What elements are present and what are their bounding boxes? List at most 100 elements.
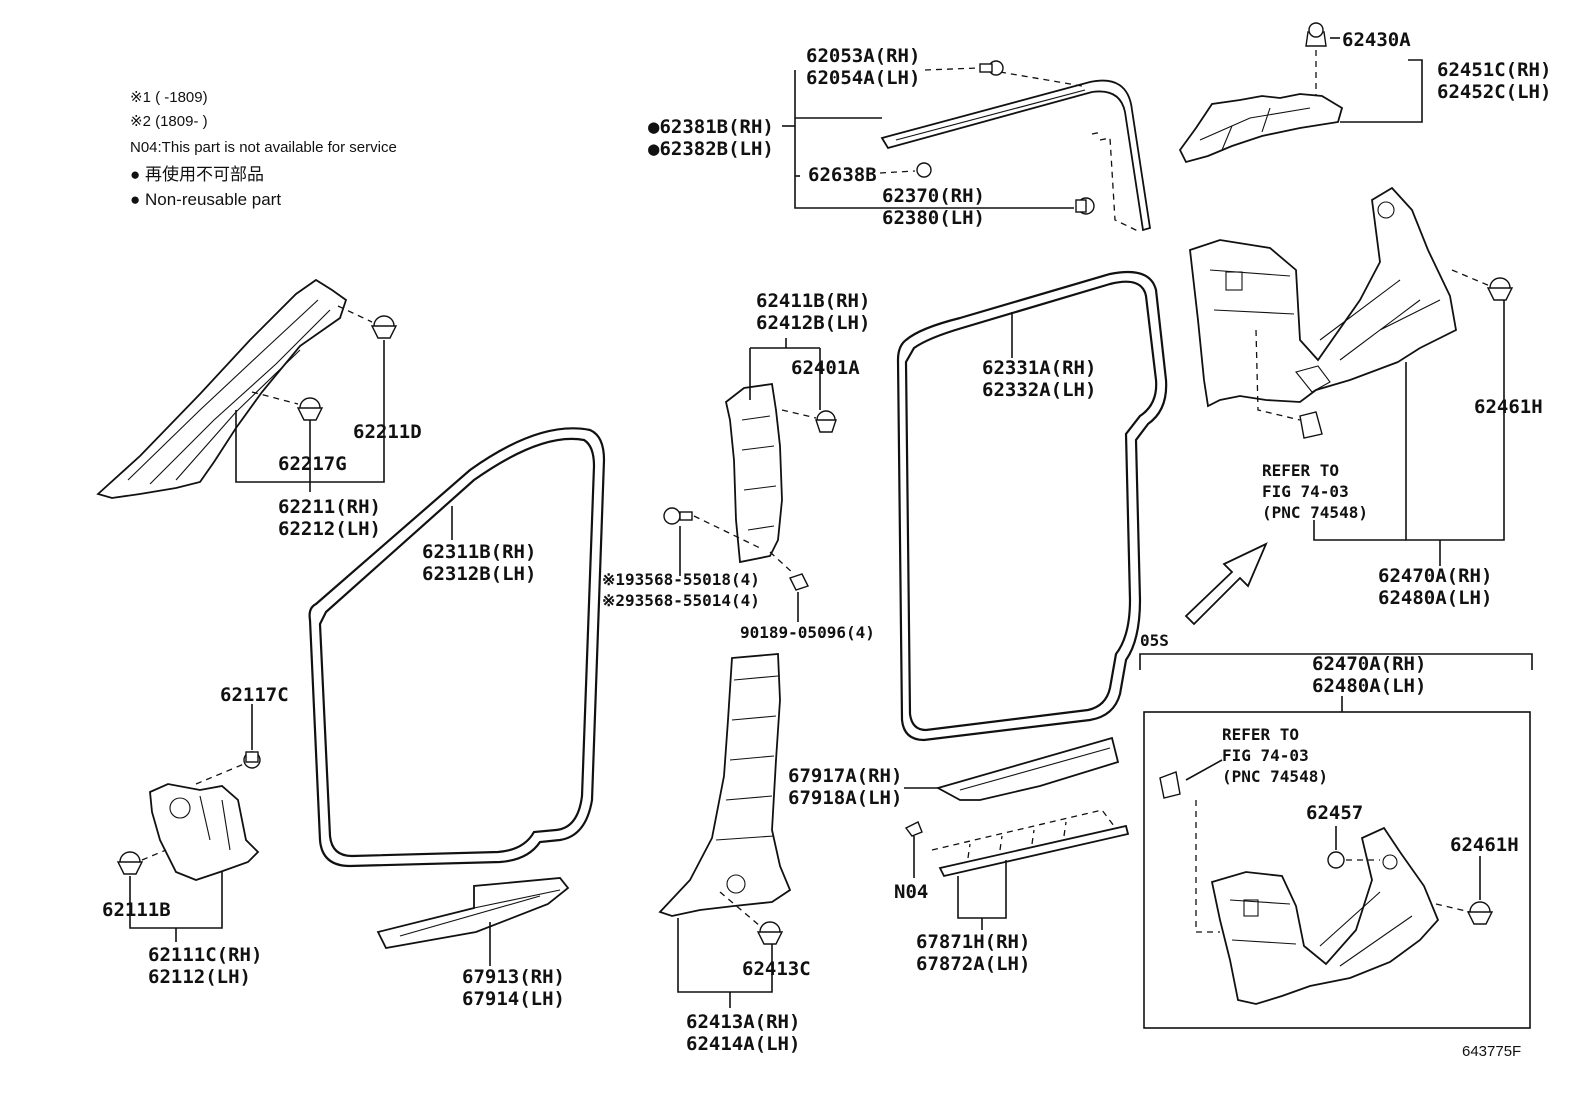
roof-rail-weatherstrip	[880, 79, 1152, 232]
refer1-a: REFER TO	[1262, 461, 1339, 480]
front-scuff-plate	[376, 877, 570, 950]
cowl-side-trim-group	[116, 704, 261, 942]
label-62457: 62457	[1306, 802, 1363, 824]
label-62112: 62112(LH)	[148, 966, 251, 988]
label-62382B: ●62382B(LH)	[648, 138, 774, 160]
label-62211D: 62211D	[353, 421, 422, 443]
label-62412B: 62412B(LH)	[756, 312, 870, 334]
direction-arrow-icon	[1184, 542, 1268, 626]
label-62381B: ●62381B(RH)	[648, 116, 774, 138]
clip-62111B-icon	[116, 851, 144, 875]
label-62401A: 62401A	[791, 357, 860, 379]
refer2-c: (PNC 74548)	[1222, 767, 1328, 786]
label-93568-2: ※293568-55014(4)	[602, 591, 760, 610]
front-pillar-garnish-group	[96, 278, 398, 499]
label-62411B: 62411B(RH)	[756, 290, 870, 312]
screw-93568-icon	[663, 507, 693, 525]
label-62312B: 62312B(LH)	[422, 563, 536, 585]
label-67872A: 67872A(LH)	[916, 953, 1030, 975]
rocker-moulding	[938, 824, 1130, 878]
refer2-b: FIG 74-03	[1222, 746, 1309, 765]
figure-id: 643775F	[1462, 1043, 1521, 1060]
quarter-trim-panel-05s	[1210, 826, 1440, 1005]
label-62211: 62211(RH)	[278, 496, 381, 518]
label-62480A-top: 62480A(LH)	[1378, 587, 1492, 609]
label-62461H-top: 62461H	[1474, 396, 1543, 418]
label-62111C: 62111C(RH)	[148, 944, 262, 966]
label-05S: 05S	[1140, 631, 1169, 650]
clip-62430A-icon	[1305, 22, 1327, 47]
rear-scuff-plate	[935, 736, 1120, 801]
center-pillar-lower-garnish	[658, 653, 792, 917]
clip-62461H-top-icon	[1486, 277, 1514, 301]
clip-62461H-box-icon	[1466, 901, 1494, 925]
label-62414A: 62414A(LH)	[686, 1033, 800, 1055]
label-67918A: 67918A(LH)	[788, 787, 902, 809]
nut-90189-icon	[789, 573, 809, 591]
rear-scuff-plate-group	[904, 736, 1120, 801]
label-62413A: 62413A(RH)	[686, 1011, 800, 1033]
note-2: ※2 (1809- )	[130, 113, 208, 130]
label-62461H-box: 62461H	[1450, 834, 1519, 856]
label-62470A-box: 62470A(RH)	[1312, 653, 1426, 675]
label-62370: 62370(RH)	[882, 185, 985, 207]
note-1: ※1 ( -1809)	[130, 89, 208, 106]
label-62452C: 62452C(LH)	[1437, 81, 1551, 103]
rear-door-weatherstrip	[896, 270, 1168, 742]
label-62413C: 62413C	[742, 958, 811, 980]
label-62331A: 62331A(RH)	[982, 357, 1096, 379]
label-67917A: 67917A(RH)	[788, 765, 902, 787]
rocker-moulding-group	[904, 809, 1130, 930]
label-62480A-box: 62480A(LH)	[1312, 675, 1426, 697]
label-67913: 67913(RH)	[462, 966, 565, 988]
cover-clip-05s-icon	[1159, 771, 1181, 799]
clip-62370-icon	[1075, 197, 1095, 215]
label-62451C: 62451C(RH)	[1437, 59, 1551, 81]
refer1-c: (PNC 74548)	[1262, 503, 1368, 522]
label-62638B: 62638B	[808, 164, 877, 186]
label-67914: 67914(LH)	[462, 988, 565, 1010]
roof-rail-weatherstrip-group	[782, 60, 1152, 233]
label-62311B: 62311B(RH)	[422, 541, 536, 563]
clip-62217G-icon	[296, 397, 324, 421]
variant-05s-group	[1139, 653, 1533, 1029]
rear-door-weatherstrip-group	[896, 270, 1168, 742]
front-door-weatherstrip-group	[308, 427, 606, 868]
variant-05s-box	[1143, 711, 1531, 1029]
roof-side-garnish	[1178, 93, 1344, 164]
clip-N04-icon	[904, 821, 923, 837]
center-pillar-lower-garnish-group	[658, 653, 792, 1008]
roof-side-garnish-group	[1178, 22, 1423, 164]
clip-62211D-icon	[370, 315, 398, 339]
front-scuff-plate-group	[376, 877, 570, 966]
label-N04: N04	[894, 881, 928, 903]
label-62053A: 62053A(RH)	[806, 45, 920, 67]
label-62212: 62212(LH)	[278, 518, 381, 540]
clip-62053A-icon	[979, 60, 1004, 76]
label-62430A: 62430A	[1342, 29, 1411, 51]
quarter-trim-panel	[1189, 186, 1458, 408]
label-62117C: 62117C	[220, 684, 289, 706]
label-62054A: 62054A(LH)	[806, 67, 920, 89]
notes-block: ※1 ( -1809) ※2 (1809- ) N04:This part is…	[130, 89, 397, 209]
note-nonreusable-en: ● Non-reusable part	[130, 190, 281, 209]
label-62332A: 62332A(LH)	[982, 379, 1096, 401]
clip-62117C-icon	[243, 751, 261, 769]
note-nonreusable-jp: ● 再使用不可部品	[130, 164, 264, 184]
refer2-a: REFER TO	[1222, 725, 1299, 744]
cover-clip-icon	[1299, 411, 1323, 439]
label-62217G: 62217G	[278, 453, 347, 475]
label-93568-1: ※193568-55018(4)	[602, 570, 760, 589]
cowl-side-trim	[149, 783, 260, 881]
center-pillar-upper-garnish	[724, 382, 783, 564]
clip-62401A-icon	[815, 410, 837, 433]
front-door-weatherstrip	[308, 427, 606, 868]
refer1-b: FIG 74-03	[1262, 482, 1349, 501]
note-n04: N04:This part is not available for servi…	[130, 139, 397, 156]
label-67871H: 67871H(RH)	[916, 931, 1030, 953]
label-62111B: 62111B	[102, 899, 171, 921]
center-pillar-upper-garnish-group	[663, 338, 837, 622]
label-62470A-top: 62470A(RH)	[1378, 565, 1492, 587]
